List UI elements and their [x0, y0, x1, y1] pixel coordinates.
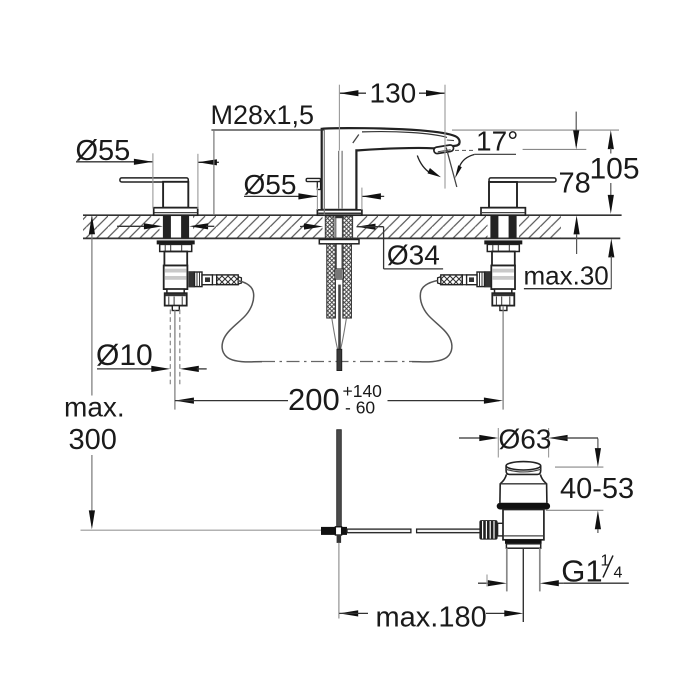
svg-text:Ø63: Ø63	[499, 424, 552, 455]
svg-text:max.30: max.30	[524, 261, 609, 291]
svg-text:- 60: - 60	[345, 398, 375, 418]
svg-text:max.180: max.180	[376, 602, 487, 634]
svg-text:1: 1	[601, 553, 610, 570]
svg-text:105: 105	[590, 153, 640, 186]
svg-text:Ø10: Ø10	[96, 339, 153, 372]
svg-text:78: 78	[559, 168, 591, 200]
svg-text:40-53: 40-53	[560, 473, 634, 505]
svg-text:Ø34: Ø34	[387, 240, 440, 271]
svg-text:17°: 17°	[476, 126, 518, 157]
svg-text:M28x1,5: M28x1,5	[211, 100, 315, 130]
svg-text:200: 200	[288, 382, 340, 417]
svg-text:300: 300	[69, 424, 117, 456]
svg-text:Ø55: Ø55	[244, 169, 297, 200]
svg-text:+140: +140	[343, 381, 383, 401]
svg-text:G1: G1	[561, 553, 602, 588]
svg-text:4: 4	[614, 565, 623, 582]
svg-text:130: 130	[370, 78, 417, 109]
svg-text:max.: max.	[64, 392, 125, 423]
